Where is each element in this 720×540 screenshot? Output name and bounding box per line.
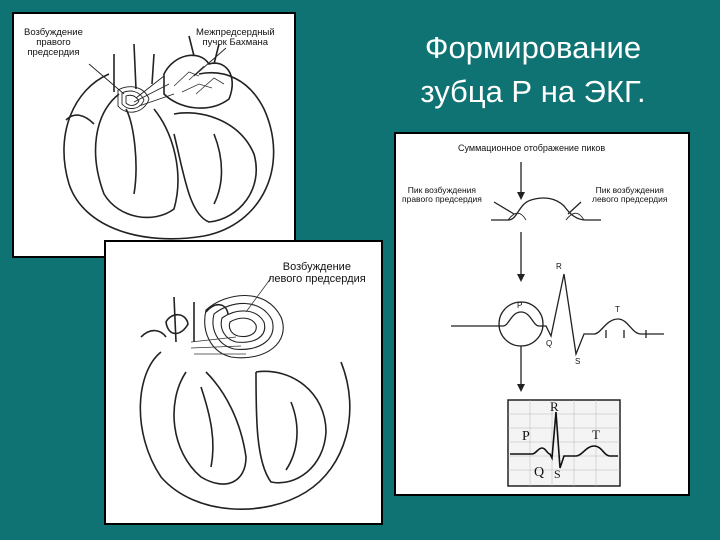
- p-wave-schematic: [451, 162, 664, 487]
- strip-label-p: P: [522, 429, 530, 444]
- ecg-label-p: P: [517, 301, 523, 310]
- strip-label-t: T: [592, 427, 600, 442]
- strip-label-s: S: [554, 467, 561, 481]
- label-right-atrium-excitation: Возбуждение правого предсердия: [24, 27, 83, 58]
- strip-label-q: Q: [534, 465, 545, 480]
- summation-header: Суммационное отображение пиков: [458, 143, 606, 153]
- ecg-label-r: R: [556, 262, 562, 271]
- p-wave-formation-panel: Суммационное отображение пиков Пик возбу…: [394, 132, 690, 496]
- heart-diagram-left-atrium-panel: Возбуждение левого предсердия: [104, 240, 383, 525]
- ecg-label-s: S: [575, 357, 581, 366]
- slide-title: Формирование зубца Р на ЭКГ.: [368, 26, 698, 114]
- label-peak-left-atrium: Пик возбуждения левого предсердия: [592, 185, 668, 204]
- heart-drawing-bottom: [139, 277, 351, 510]
- label-peak-right-atrium: Пик возбуждения правого предсердия: [402, 185, 482, 204]
- title-line-1: Формирование: [424, 30, 642, 65]
- strip-label-r: R: [550, 399, 559, 414]
- ecg-label-t: T: [615, 305, 620, 314]
- ecg-strip: [507, 399, 621, 487]
- label-left-atrium-excitation: Возбуждение левого предсердия: [268, 261, 366, 285]
- ecg-label-q: Q: [546, 339, 553, 348]
- label-bachmann-bundle: Межпредсердный пучок Бахмана: [196, 27, 275, 48]
- heart-diagram-right-atrium-panel: Возбуждение правого предсердия Межпредсе…: [12, 12, 296, 258]
- title-line-2: зубца Р на ЭКГ.: [420, 74, 646, 109]
- heart-drawing-top: [63, 35, 275, 240]
